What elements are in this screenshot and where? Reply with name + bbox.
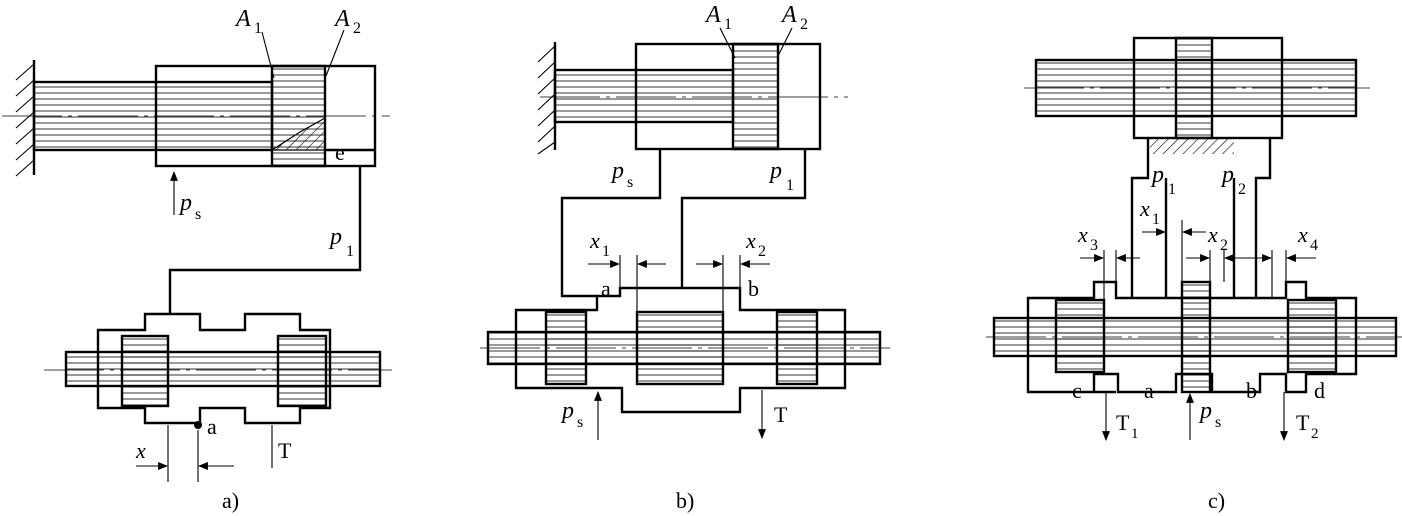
label-p1-sub-b: 1 bbox=[786, 177, 794, 194]
panel-c bbox=[986, 36, 1402, 441]
label-p1-b: p bbox=[768, 158, 782, 184]
line-p1-a bbox=[168, 166, 362, 314]
piston-b bbox=[731, 42, 780, 151]
label-A2-sub-b: 2 bbox=[800, 16, 808, 33]
label-A1-sub-a: 1 bbox=[254, 20, 262, 37]
label-p1-a: p bbox=[328, 224, 342, 250]
label-ps-c: p bbox=[1198, 398, 1212, 424]
label-ps-a: p bbox=[178, 190, 192, 216]
spool-land-right-c bbox=[1286, 298, 1338, 374]
label-x2-sub-b: 2 bbox=[758, 243, 766, 260]
label-port-d-c: d bbox=[1314, 378, 1325, 403]
label-x4-sub-c: 4 bbox=[1310, 237, 1318, 254]
label-ps-sub-b: s bbox=[577, 414, 583, 431]
label-A1-a: A bbox=[234, 6, 251, 32]
label-ps-sub-a: s bbox=[195, 206, 201, 223]
label-port-a-b: a bbox=[601, 276, 611, 301]
label-T1-c: T bbox=[1116, 410, 1130, 435]
label-port-a: a bbox=[207, 414, 217, 439]
label-T1-sub-c: 1 bbox=[1131, 426, 1139, 442]
label-x2-b: x bbox=[745, 228, 756, 253]
line-p1-b bbox=[680, 149, 807, 288]
spool-land-left-c bbox=[1054, 298, 1106, 374]
spool-land-right-a bbox=[276, 334, 328, 408]
label-x4-c: x bbox=[1297, 222, 1308, 247]
label-ps-top-sub-b: s bbox=[627, 174, 633, 191]
label-p1-sub-a: 1 bbox=[346, 243, 354, 260]
label-x-a: x bbox=[135, 438, 146, 463]
label-ps-sub-c: s bbox=[1215, 414, 1221, 431]
label-port-b-b: b bbox=[748, 276, 759, 301]
label-port-c-c: c bbox=[1072, 378, 1082, 403]
label-chamber-e: e bbox=[335, 140, 345, 165]
label-A1-sub-b: 1 bbox=[724, 16, 732, 33]
caption-a: a) bbox=[222, 488, 239, 513]
label-x1-c: x bbox=[1139, 196, 1150, 221]
label-x1-sub-b: 1 bbox=[602, 243, 610, 260]
wall-hatch-b bbox=[537, 42, 557, 155]
label-T2-sub-c: 2 bbox=[1311, 426, 1319, 442]
label-port-a-c: a bbox=[1144, 378, 1154, 403]
label-x3-c: x bbox=[1077, 222, 1088, 247]
label-x3-sub-c: 3 bbox=[1090, 237, 1098, 254]
label-x1-b: x bbox=[589, 228, 600, 253]
label-A2-b: A bbox=[780, 2, 797, 28]
label-tank-a: T bbox=[278, 438, 292, 463]
label-p1-c: p bbox=[1150, 162, 1164, 188]
label-A2-a: A bbox=[333, 6, 350, 32]
label-port-b-c: b bbox=[1246, 378, 1257, 403]
caption-b: b) bbox=[676, 488, 694, 513]
label-x1-sub-c: 1 bbox=[1152, 211, 1160, 228]
caption-c: c) bbox=[1208, 488, 1225, 513]
panel-b bbox=[480, 27, 890, 440]
spool-rod-a bbox=[64, 350, 382, 388]
label-tank-b: T bbox=[774, 402, 788, 427]
label-p1-sub-c: 1 bbox=[1168, 181, 1176, 198]
label-p2-sub-c: 2 bbox=[1238, 181, 1246, 198]
label-A2-sub-a: 2 bbox=[353, 20, 361, 37]
label-A1-b: A bbox=[704, 2, 721, 28]
label-x2-sub-c: 2 bbox=[1220, 237, 1228, 254]
label-ps-b: p bbox=[560, 398, 574, 424]
label-x2-c: x bbox=[1207, 222, 1218, 247]
label-T2-c: T bbox=[1296, 410, 1310, 435]
piston-rod-b bbox=[553, 68, 735, 124]
label-p2-c: p bbox=[1220, 162, 1234, 188]
line-ps-b bbox=[560, 149, 662, 298]
label-ps-top-b: p bbox=[610, 158, 624, 184]
port-a-dot bbox=[194, 421, 202, 429]
panel-a bbox=[2, 29, 392, 482]
wall-hatch-a bbox=[15, 60, 36, 177]
line-p1-c bbox=[1130, 138, 1150, 298]
spool-land-left-a bbox=[120, 334, 170, 408]
cylinder-hatch-c bbox=[1150, 138, 1234, 154]
line-p2-c bbox=[1254, 138, 1272, 298]
piston-cutout-a bbox=[269, 116, 326, 151]
